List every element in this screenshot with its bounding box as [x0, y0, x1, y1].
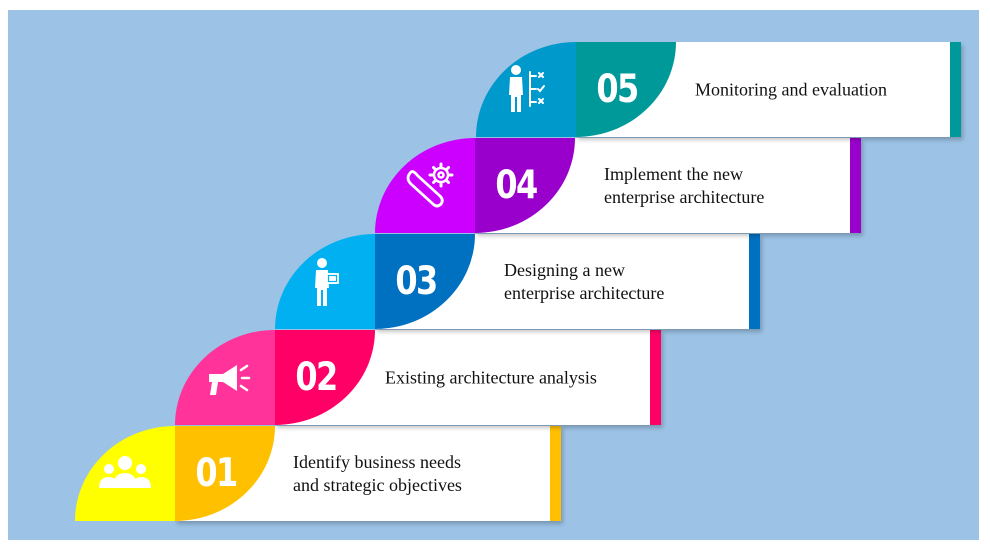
step-02: Existing architecture analysis 02 [175, 330, 661, 425]
step-03-stripe [749, 234, 760, 329]
person-with-board-icon [289, 254, 361, 310]
step-02-number: 02 [295, 355, 338, 400]
step-01-number: 01 [195, 451, 238, 496]
step-05: Monitoring and evaluation 05 [476, 42, 961, 137]
step-04-label: Implement the new enterprise architectur… [604, 163, 765, 207]
step-05-number: 05 [596, 67, 639, 112]
step-01: Identify business needs and strategic ob… [75, 426, 561, 521]
person-checklist-icon [490, 62, 562, 118]
step-05-card: Monitoring and evaluation [576, 42, 961, 137]
step-03-number: 03 [395, 259, 438, 304]
people-group-icon [89, 446, 161, 502]
step-03-label: Designing a new enterprise architecture [504, 259, 665, 303]
step-01-stripe [550, 426, 561, 521]
megaphone-icon [189, 350, 261, 406]
step-01-label: Identify business needs and strategic ob… [293, 451, 462, 495]
step-04-stripe [850, 138, 861, 233]
step-02-stripe [650, 330, 661, 425]
step-03: Designing a new enterprise architecture … [275, 234, 760, 329]
step-02-label: Existing architecture analysis [385, 367, 597, 387]
step-04: Implement the new enterprise architectur… [375, 138, 861, 233]
wrench-gear-icon [389, 158, 461, 214]
step-05-label: Monitoring and evaluation [695, 79, 887, 99]
step-04-number: 04 [495, 163, 538, 208]
step-05-stripe [950, 42, 961, 137]
